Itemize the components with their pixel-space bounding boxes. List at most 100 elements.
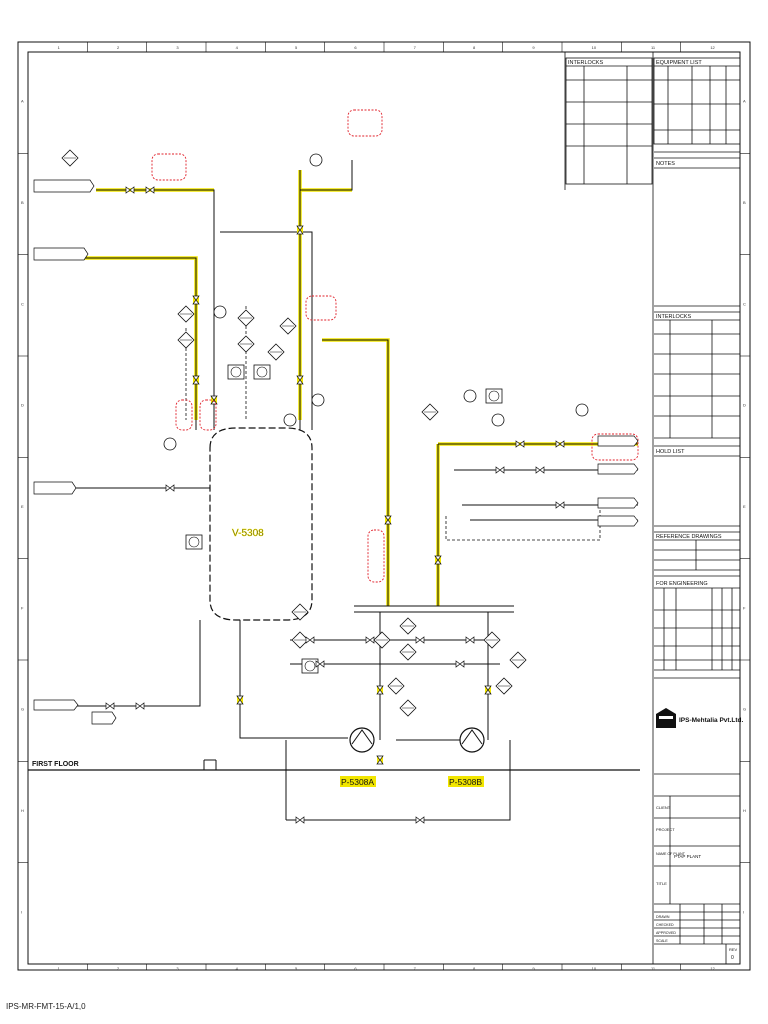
client-label: CLIENT	[656, 805, 671, 810]
grid-row-label-right: C	[743, 301, 746, 306]
valve	[192, 375, 200, 385]
grid-col-label-bottom: 3	[176, 966, 179, 971]
interlocks-title: INTERLOCKS	[568, 60, 603, 66]
grid-col-label: 12	[710, 45, 715, 50]
valve	[145, 186, 155, 194]
grid-col-label: 7	[414, 45, 417, 50]
instrument-circle	[283, 413, 297, 427]
valve	[305, 636, 315, 644]
valve	[555, 501, 565, 509]
grid-col-label-bottom: 6	[354, 966, 357, 971]
valve	[384, 515, 392, 525]
grid-col-label-bottom: 4	[236, 966, 239, 971]
instrument-panel-circle	[230, 366, 242, 378]
valve	[236, 695, 244, 705]
revision-cloud	[199, 399, 217, 431]
grid-col-label: 2	[117, 45, 120, 50]
grid-col-label: 6	[354, 45, 357, 50]
valve	[376, 685, 384, 695]
grid-col-label: 11	[651, 45, 656, 50]
title-label: TITLE	[656, 881, 667, 886]
instrument-panel-circle	[188, 536, 200, 548]
drawing-footer-code: IPS-MR-FMT-15-A/1,0	[6, 1002, 86, 1011]
valve	[295, 816, 305, 824]
notes-title: NOTES	[656, 161, 675, 167]
grid-row-label: D	[21, 403, 24, 408]
valve	[165, 484, 175, 492]
grid-col-label: 8	[473, 45, 476, 50]
valve	[415, 816, 425, 824]
plant-label: NAME OF PLANT	[656, 852, 686, 856]
grid-col-label-bottom: 1	[58, 966, 61, 971]
rev-label: REV	[729, 947, 738, 952]
instrument-circle	[463, 389, 477, 403]
revision-cloud	[367, 529, 385, 583]
grid-row-label-right: H	[743, 808, 746, 813]
valve	[296, 225, 304, 235]
grid-row-label-right: B	[743, 200, 746, 205]
valve	[495, 466, 505, 474]
grid-row-label: E	[21, 504, 24, 509]
grid-col-label-bottom: 5	[295, 966, 298, 971]
pump-a-tag: P-5308A	[341, 777, 374, 787]
panel-labels: INTERLOCKS EQUIPMENT LIST NOTES INTERLOC…	[568, 60, 738, 961]
interlocks2-title: INTERLOCKS	[656, 314, 691, 320]
instrument-circle	[311, 393, 325, 407]
valve	[484, 685, 492, 695]
instrument-panel-circle	[488, 390, 500, 402]
grid-col-label: 10	[592, 45, 597, 50]
instrument-panel	[301, 658, 319, 674]
grid-row-label-right: D	[743, 403, 746, 408]
valve	[415, 636, 425, 644]
grid-col-label-bottom: 10	[592, 966, 597, 971]
grid-row-label: G	[21, 707, 24, 712]
project-label: PROJECT	[656, 827, 675, 832]
grid-col-label: 9	[532, 45, 535, 50]
grid-row-label-right: E	[743, 504, 746, 509]
instrument-circle	[163, 437, 177, 451]
line-label-box	[597, 497, 639, 509]
revision-cloud	[305, 295, 337, 321]
pump-p5308a: P-5308A	[340, 727, 376, 787]
grid-row-label-right: I	[743, 909, 744, 914]
pump-p5308b: P-5308B	[448, 727, 485, 787]
revision-cloud	[175, 399, 193, 431]
grid-col-label: 3	[176, 45, 179, 50]
grid-row-label-right: F	[743, 605, 746, 610]
instrument-circle	[309, 153, 323, 167]
line-label-box	[597, 463, 639, 475]
outer-border	[17, 41, 751, 971]
grid-col-label-bottom: 7	[414, 966, 417, 971]
grid-col-label: 4	[236, 45, 239, 50]
line-label-boxes	[33, 179, 639, 725]
instrument-panel-circle	[304, 660, 316, 672]
grid-col-label-bottom: 9	[532, 966, 535, 971]
sign-approved: APPROVED	[656, 931, 676, 935]
valve	[105, 702, 115, 710]
reference-drawings-title: REFERENCE DRAWINGS	[656, 534, 722, 540]
valve-symbols	[105, 186, 565, 824]
instrument-panel	[227, 364, 245, 380]
line-label-box	[33, 179, 95, 193]
vessel-v5308: V-5308	[209, 427, 313, 621]
rev-value: 0	[731, 955, 734, 961]
line-label-box	[33, 481, 77, 495]
instrument-circle	[491, 413, 505, 427]
revision-cloud	[151, 153, 187, 181]
line-label-box	[33, 699, 79, 711]
valve	[535, 466, 545, 474]
sign-checked: CHECKED	[656, 923, 674, 927]
for-engineering-title: FOR ENGINEERING	[656, 581, 708, 587]
line-label-box	[597, 515, 639, 527]
revision-cloud	[591, 433, 639, 461]
instrument-panel	[253, 364, 271, 380]
valve	[296, 375, 304, 385]
revision-clouds	[151, 109, 639, 583]
title-panel	[564, 52, 741, 964]
instrument-circle	[575, 403, 589, 417]
grid-row-label: A	[21, 99, 24, 104]
grid-col-label-bottom: 11	[651, 966, 656, 971]
